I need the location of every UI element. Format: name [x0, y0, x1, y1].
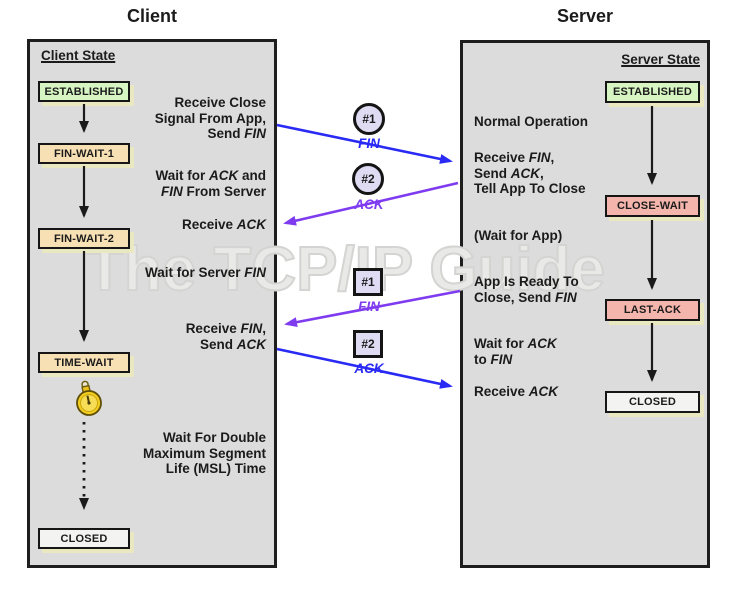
fin-label: FIN [358, 299, 380, 314]
ack-label: ACK [354, 197, 384, 212]
fin-label: FIN [358, 136, 380, 151]
server-annotation-receive-ack: Receive ACK [474, 384, 559, 399]
client-state-established: ESTABLISHED [38, 81, 130, 102]
server-annotation-wait-for-app: (Wait for App) [474, 228, 563, 243]
client-state-time-wait: TIME-WAIT [38, 352, 130, 373]
message-badge-1-square: #1 [353, 268, 383, 296]
timer-icon [76, 380, 102, 416]
client-panel [27, 39, 277, 568]
ack-label: ACK [354, 361, 384, 376]
message-badge-1-circle: #1 [353, 103, 385, 135]
server-state-last-ack: LAST-ACK [605, 299, 700, 321]
client-state-closed: CLOSED [38, 528, 130, 549]
server-title: Server [556, 6, 614, 26]
client-title: Client [126, 6, 177, 26]
client-annotation-receive-fin: Receive FIN,Send ACK [185, 321, 266, 352]
server-state-heading: Server State [621, 52, 700, 67]
message-badge-2-circle: #2 [352, 163, 384, 195]
server-state-close-wait: CLOSE-WAIT [605, 195, 700, 217]
client-annotation-wait-fin: Wait for Server FIN [144, 265, 266, 280]
server-state-established: ESTABLISHED [605, 81, 700, 103]
message-badge-2-square: #2 [353, 330, 383, 358]
client-state-heading: Client State [41, 48, 116, 63]
server-annotation-normal-operation: Normal Operation [474, 114, 589, 129]
server-state-closed: CLOSED [605, 391, 700, 413]
client-state-fin-wait-1: FIN-WAIT-1 [38, 143, 130, 164]
server-annotation-receive-fin: Receive FIN,Send ACK,Tell App To Close [474, 150, 586, 196]
client-state-fin-wait-2: FIN-WAIT-2 [38, 228, 130, 249]
client-annotation-receive-ack: Receive ACK [181, 217, 266, 232]
